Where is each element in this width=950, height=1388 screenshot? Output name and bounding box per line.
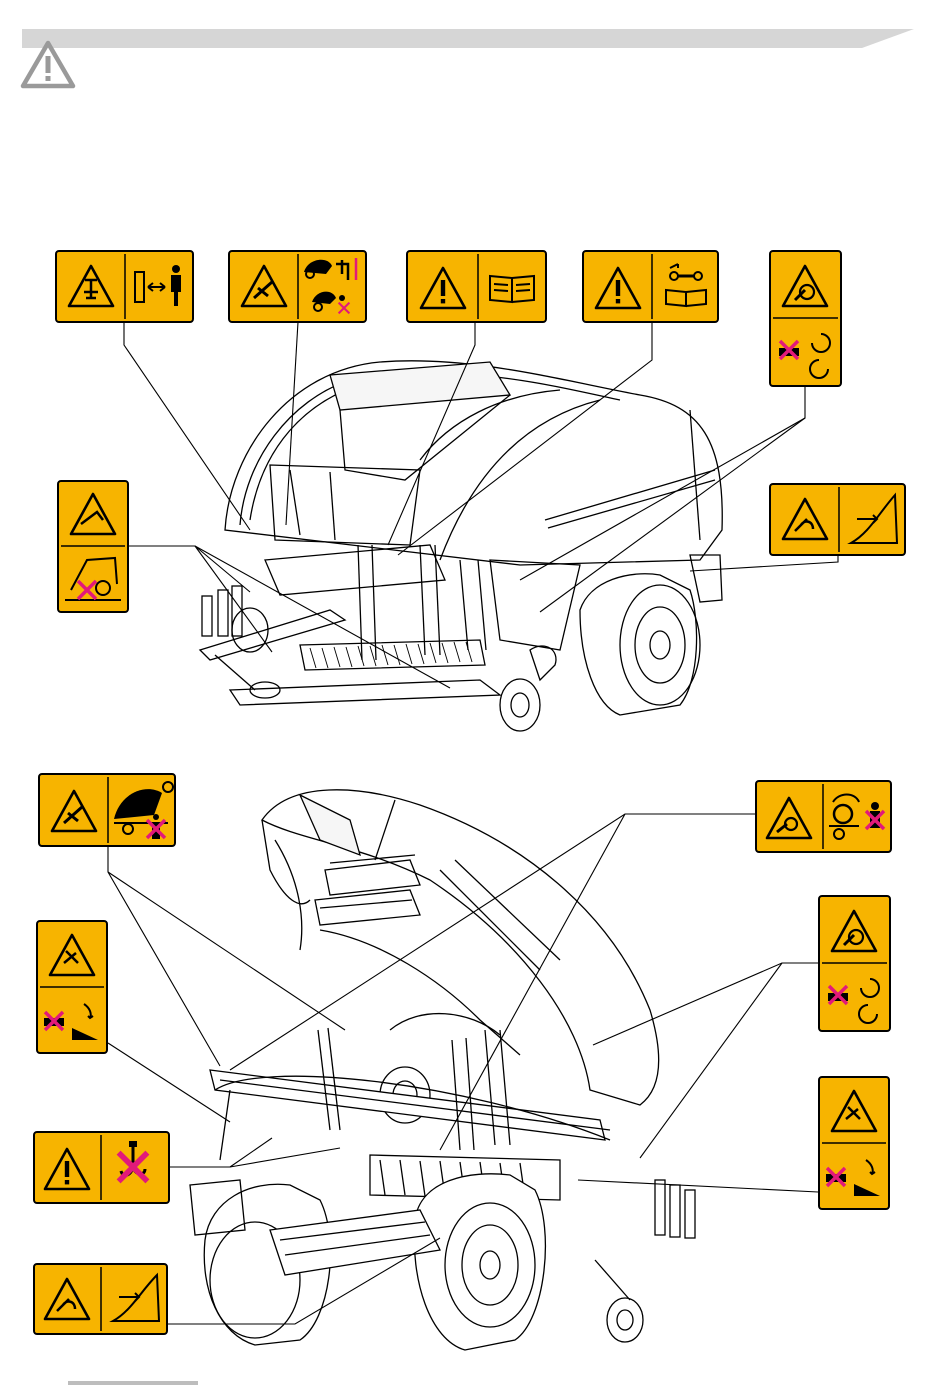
safety-decal-crush-lock-tailgate bbox=[228, 250, 367, 323]
safety-decal-entanglement-pickup bbox=[57, 480, 129, 613]
safety-decal-cut-no-hands bbox=[36, 920, 108, 1054]
safety-decal-entanglement-shield bbox=[769, 483, 906, 556]
safety-decal-crush-tailgate-lock bbox=[38, 773, 176, 847]
safety-decal-service-manual bbox=[582, 250, 719, 323]
safety-decal-entanglement-rotating bbox=[769, 250, 842, 387]
safety-decal-read-manual bbox=[406, 250, 547, 323]
safety-decal-crush-keep-distance bbox=[55, 250, 194, 323]
page-footer-rule bbox=[68, 1381, 198, 1385]
safety-decal-entanglement-shield-2 bbox=[33, 1263, 168, 1335]
safety-decal-cut-no-hands-2 bbox=[818, 1076, 890, 1210]
safety-decal-entanglement-rotating-2 bbox=[818, 895, 891, 1032]
safety-decal-entanglement-roller bbox=[755, 780, 892, 853]
safety-decal-no-lifting-hook bbox=[33, 1131, 170, 1204]
